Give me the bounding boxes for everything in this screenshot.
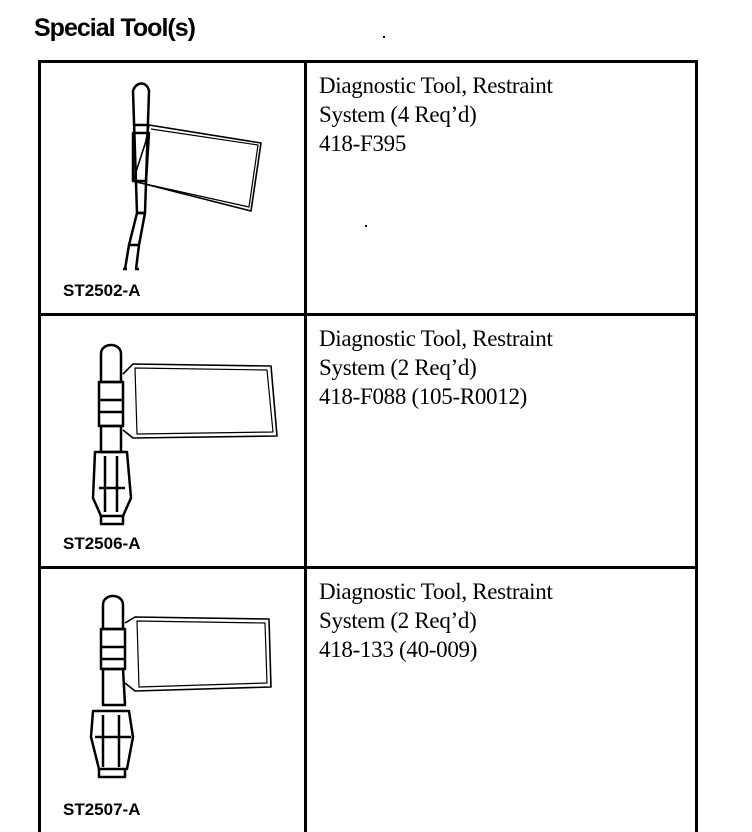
- tool-code: ST2507-A: [63, 800, 141, 819]
- tool-code: ST2502-A: [63, 281, 141, 300]
- diagnostic-tool-illustration: [123, 82, 262, 271]
- tool-description: Diagnostic Tool, Restraint System (2 Req…: [319, 324, 553, 411]
- tool-name-line1: Diagnostic Tool, Restraint: [319, 73, 553, 98]
- tool-illustration-cell: ST2506-A: [41, 316, 307, 566]
- tool-illustration-cell: ST2502-A: [41, 63, 307, 313]
- tool-part-number: 418-133 (40-009): [319, 637, 478, 662]
- table-row: ST2502-A Diagnostic Tool, Restraint Syst…: [41, 63, 695, 316]
- tool-description-cell: Diagnostic Tool, Restraint System (4 Req…: [307, 63, 695, 313]
- page-title: Special Tool(s): [34, 14, 196, 42]
- scan-speck: [383, 36, 385, 38]
- scan-speck: [365, 225, 367, 227]
- tool-name-line1: Diagnostic Tool, Restraint: [319, 579, 553, 604]
- tool-name-line1: Diagnostic Tool, Restraint: [319, 326, 553, 351]
- diagnostic-tool-illustration: [91, 343, 278, 526]
- tool-part-number: 418-F395: [319, 131, 407, 156]
- tool-description-cell: Diagnostic Tool, Restraint System (2 Req…: [307, 569, 695, 832]
- tool-description: Diagnostic Tool, Restraint System (2 Req…: [319, 577, 553, 664]
- tool-code: ST2506-A: [63, 534, 141, 553]
- tool-name-line2: System (2 Req’d): [319, 355, 477, 380]
- tool-description: Diagnostic Tool, Restraint System (4 Req…: [319, 71, 553, 158]
- diagnostic-tool-illustration: [89, 594, 272, 779]
- tool-part-number: 418-F088 (105-R0012): [319, 384, 528, 409]
- table-row: ST2506-A Diagnostic Tool, Restraint Syst…: [41, 316, 695, 569]
- tool-illustration-cell: ST2507-A: [41, 569, 307, 832]
- special-tools-table: ST2502-A Diagnostic Tool, Restraint Syst…: [38, 60, 698, 832]
- table-row: ST2507-A Diagnostic Tool, Restraint Syst…: [41, 569, 695, 832]
- tool-name-line2: System (4 Req’d): [319, 102, 477, 127]
- tool-description-cell: Diagnostic Tool, Restraint System (2 Req…: [307, 316, 695, 566]
- tool-name-line2: System (2 Req’d): [319, 608, 477, 633]
